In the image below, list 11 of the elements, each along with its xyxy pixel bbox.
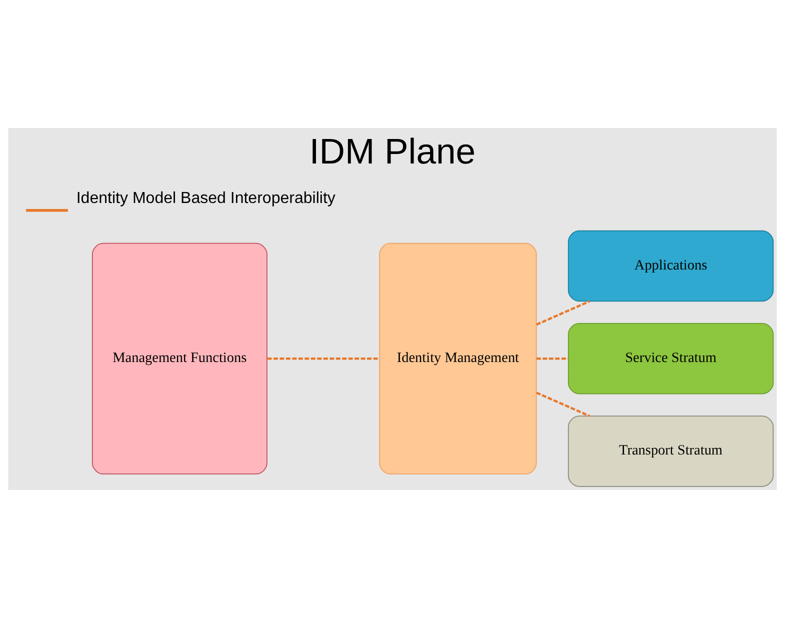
connector bbox=[536, 300, 590, 326]
node-box: Management Functions bbox=[92, 242, 268, 474]
node-box: Identity Management bbox=[379, 242, 537, 474]
legend-label: Identity Model Based Interoperability bbox=[76, 188, 336, 207]
node-box: Service Stratum bbox=[568, 322, 774, 394]
node-box: Applications bbox=[568, 230, 774, 302]
diagram-title: IDM Plane bbox=[309, 131, 476, 172]
connector bbox=[536, 391, 590, 417]
node-box: Transport Stratum bbox=[568, 415, 774, 486]
connector bbox=[536, 357, 568, 360]
connector bbox=[267, 357, 380, 360]
